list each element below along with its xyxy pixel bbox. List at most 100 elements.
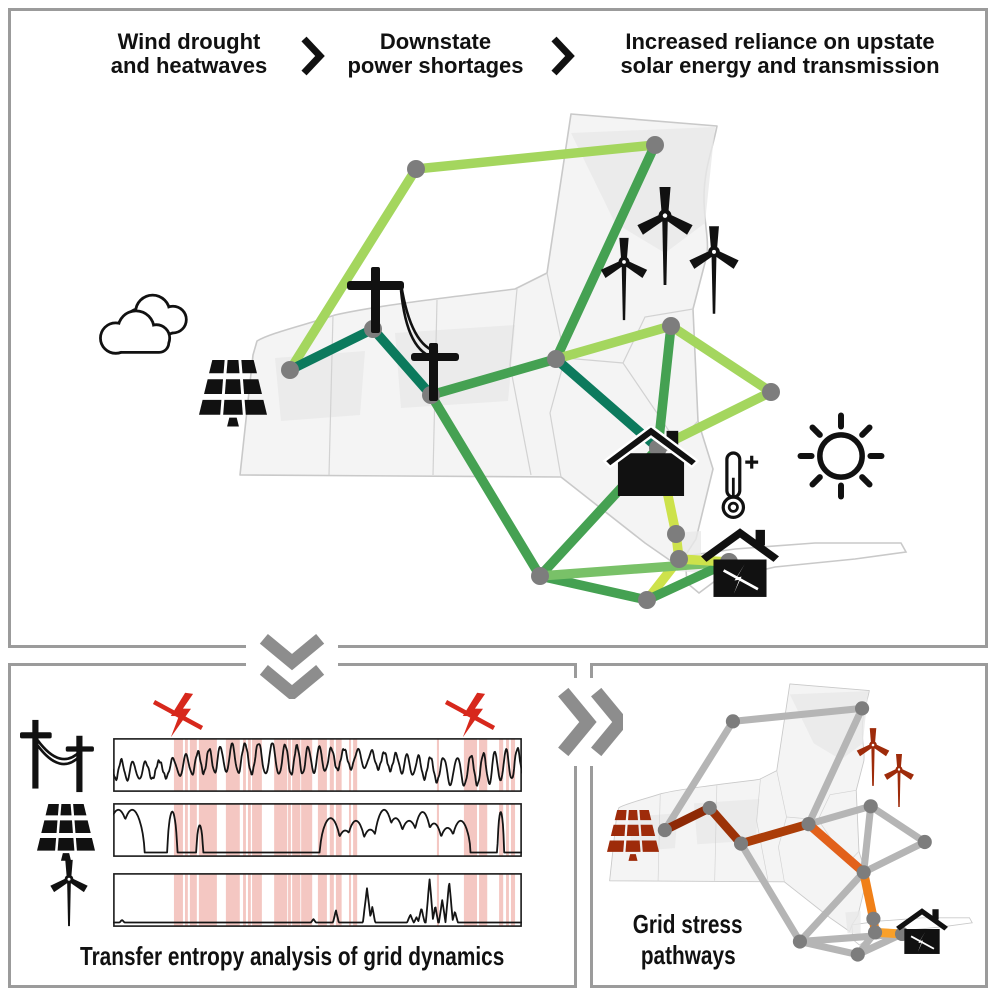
solar-panel-icon <box>196 360 270 428</box>
zone-border <box>564 357 624 364</box>
wind-signal-line <box>113 878 522 924</box>
stress-period-band <box>189 739 197 791</box>
zone-border <box>756 779 769 881</box>
grid-edge-JK <box>535 571 652 605</box>
stress-period-band <box>499 804 504 856</box>
stress-period-band <box>189 804 197 856</box>
grid-stress-caption: Grid stress pathways <box>593 909 783 971</box>
stress-period-band <box>353 739 358 791</box>
header-step-3: Increased reliance on upstate solar ener… <box>585 30 975 78</box>
stress-period-band <box>184 874 188 926</box>
stress-period-band <box>301 739 313 791</box>
stress-period-band <box>499 739 504 791</box>
grid-node-M <box>667 525 685 543</box>
power-outage-house-icon <box>701 522 779 597</box>
grid-node-I <box>856 865 871 880</box>
stress-period-band <box>252 739 262 791</box>
grid-edge-DE <box>368 324 436 400</box>
stress-period-band <box>225 804 240 856</box>
grid-node-K <box>850 947 865 962</box>
grid-edge-FI <box>804 819 869 877</box>
grid-node-L <box>867 925 883 940</box>
sun-icon <box>795 410 887 502</box>
zone-border <box>509 288 532 476</box>
grid-node-D <box>702 800 717 815</box>
solar-signal-line <box>113 808 522 854</box>
solar-timeseries-chart <box>113 803 522 857</box>
wind-turbine-icon <box>879 753 919 808</box>
load-timeseries-chart <box>113 738 522 792</box>
header-step-1-line-1: Wind drought <box>117 29 261 54</box>
grid-edge-BF <box>805 704 866 828</box>
grid-edge-EJ <box>426 390 545 581</box>
grid-edge-HI <box>860 838 929 876</box>
stress-period-band <box>252 874 262 926</box>
chart-frame <box>113 738 522 792</box>
grid-edge-AC <box>661 717 737 834</box>
grid-node-H <box>917 834 932 850</box>
stress-period-band <box>506 804 509 856</box>
stress-period-band <box>353 874 358 926</box>
stress-period-band <box>301 874 313 926</box>
stress-period-band <box>189 874 197 926</box>
stress-period-band <box>292 804 301 856</box>
grid-edge-GI <box>860 802 875 876</box>
power-outage-house-icon <box>896 903 948 955</box>
power-outage-bolt-icon <box>152 690 204 740</box>
stress-period-band <box>184 804 188 856</box>
grid-edge-AC <box>285 164 421 375</box>
stress-period-band <box>247 874 251 926</box>
grid-edge-BF <box>551 140 660 364</box>
grid-edge-AB <box>729 704 866 725</box>
stress-period-band <box>436 804 439 856</box>
stress-period-band <box>353 804 358 856</box>
stress-period-band <box>252 804 262 856</box>
grid-node-L <box>670 550 688 568</box>
grid-node-H <box>762 383 780 401</box>
grid-node-G <box>863 799 878 814</box>
grid-node-J <box>531 567 549 585</box>
grid-edge-GH <box>867 802 929 846</box>
header-step-2-line-1: Downstate <box>379 29 492 54</box>
header-step-3-line-1: Increased reliance on upstate <box>625 29 935 54</box>
stress-period-band <box>348 874 352 926</box>
grid-node-K <box>638 591 656 609</box>
grid-node-J <box>792 934 808 949</box>
zone-border <box>546 272 566 478</box>
grid-edge-CD <box>660 803 715 835</box>
grid-edge-EJ <box>737 840 804 946</box>
stress-period-band <box>243 804 246 856</box>
stress-period-band <box>510 874 516 926</box>
chevron-right-icon <box>551 36 575 76</box>
zone-border <box>328 314 334 476</box>
stress-period-band <box>506 874 509 926</box>
transfer-entropy-caption-text: Transfer entropy analysis of grid dynami… <box>80 941 505 971</box>
grid-edge-EF <box>736 819 813 849</box>
zone-border <box>657 793 661 881</box>
grid-edge-IM <box>859 867 878 924</box>
stress-period-band <box>510 804 516 856</box>
stress-period-band <box>288 874 291 926</box>
stress-network <box>657 701 932 962</box>
stress-period-band <box>243 874 246 926</box>
header-step-2: Downstate power shortages <box>333 30 538 78</box>
chart-frame <box>113 873 522 927</box>
thermometer-plus-icon <box>714 450 760 524</box>
ny-state-grid-map <box>239 113 908 609</box>
grid-node-F <box>547 350 565 368</box>
grid-edge-GH <box>666 321 776 397</box>
cloud-icon <box>88 280 208 374</box>
stress-period-band <box>463 874 478 926</box>
stress-period-band <box>317 874 327 926</box>
wind-turbine-icon <box>681 224 747 316</box>
wind-turbine-icon <box>44 858 94 928</box>
grid-node-E <box>733 836 749 851</box>
stress-period-band <box>173 739 183 791</box>
grid-node-F <box>801 817 816 832</box>
grid-node-B <box>854 701 870 716</box>
grid-edge-EF <box>426 354 561 400</box>
grid-node-A <box>725 714 741 729</box>
stress-period-band <box>243 739 246 791</box>
header-step-2-line-2: power shortages <box>347 53 524 78</box>
grid-node-C <box>657 822 672 838</box>
